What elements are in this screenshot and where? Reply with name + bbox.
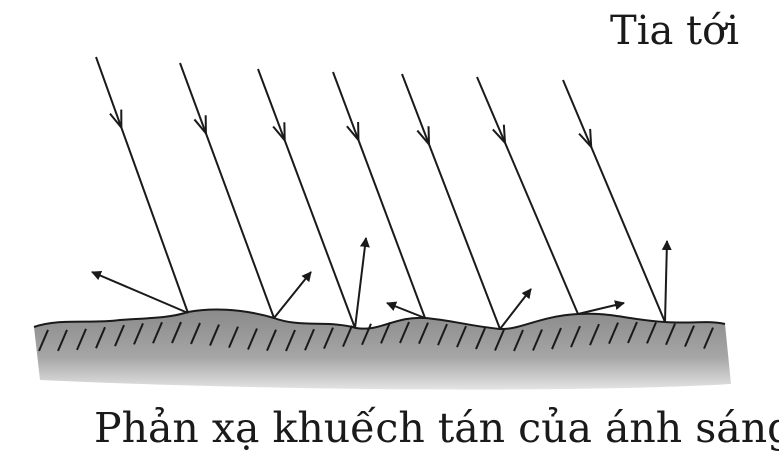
incident-ray — [563, 80, 665, 322]
figure-caption: Phản xạ khuếch tán của ánh sáng — [94, 404, 779, 452]
incident-ray — [258, 69, 355, 328]
reflected-ray — [500, 289, 531, 329]
incident-ray-label: Tia tới — [610, 8, 739, 54]
incident-rays — [96, 57, 665, 329]
reflected-ray — [578, 303, 624, 314]
reflected-ray — [274, 272, 311, 318]
incident-ray — [477, 77, 578, 314]
incident-ray — [402, 74, 500, 329]
incident-ray — [96, 57, 188, 313]
rough-surface — [34, 310, 731, 390]
incident-ray — [333, 72, 425, 318]
reflected-ray — [92, 272, 188, 313]
reflected-ray — [355, 238, 366, 328]
incident-ray — [180, 63, 274, 318]
reflected-ray — [665, 241, 667, 322]
